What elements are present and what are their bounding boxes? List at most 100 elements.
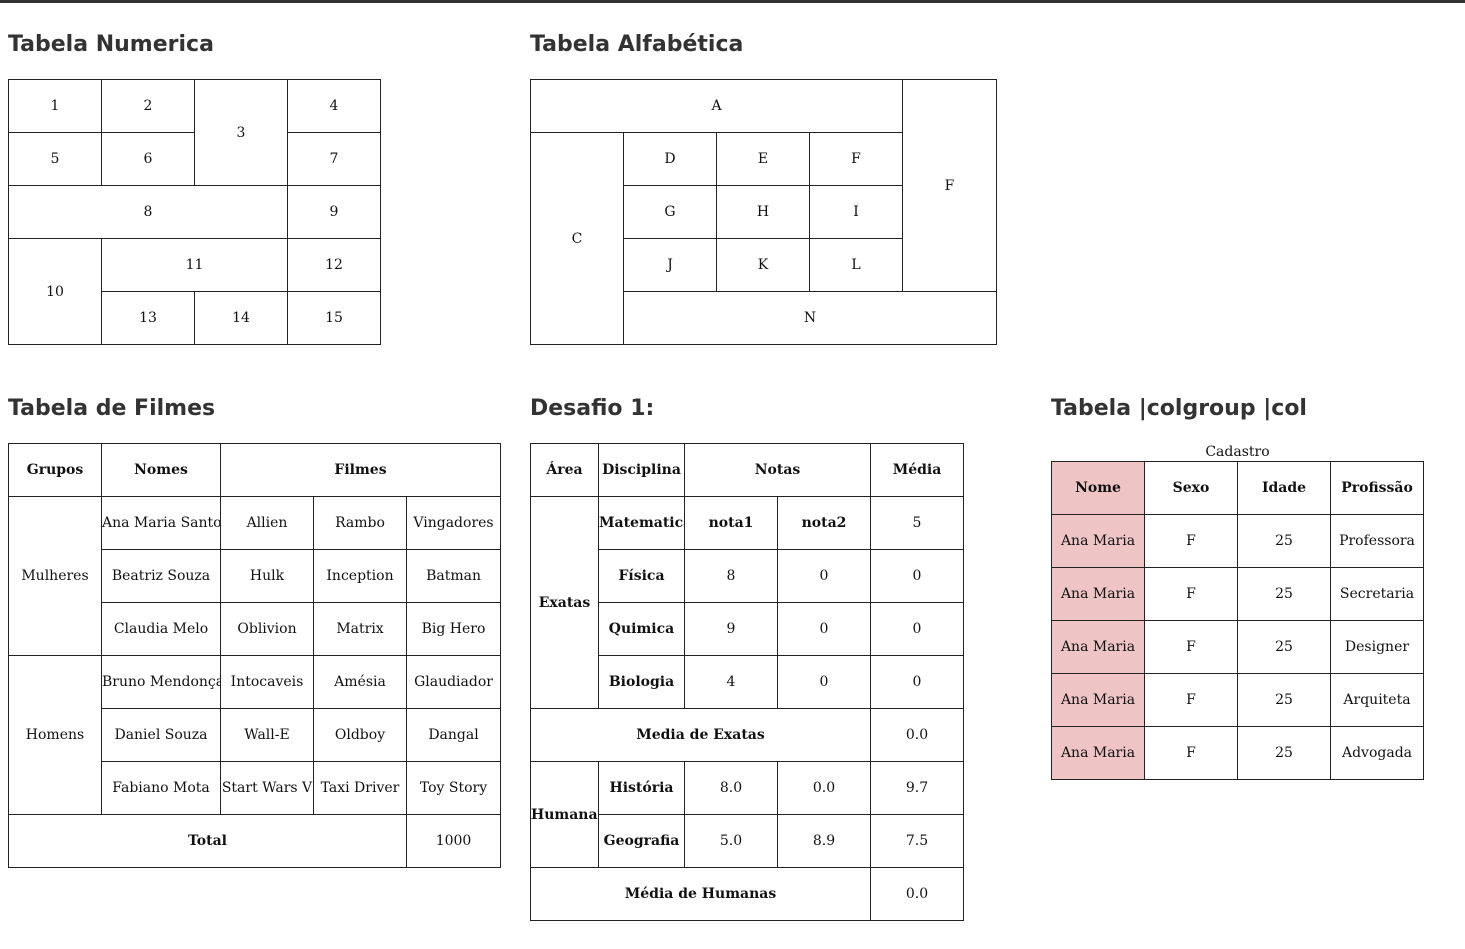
cell: 0	[777, 602, 871, 656]
cell: 13	[101, 291, 195, 345]
cell: L	[809, 238, 903, 292]
heading-tabela-alfabetica: Tabela Alfabética	[530, 32, 744, 57]
header-cell: Grupos	[8, 443, 102, 497]
cell: F	[809, 132, 903, 186]
cell: Rambo	[313, 496, 407, 550]
cell: E	[716, 132, 810, 186]
header-cell: Nome	[1051, 461, 1145, 515]
cell: Professora	[1330, 514, 1424, 568]
cell: 25	[1237, 673, 1331, 727]
header-cell: Filmes	[219, 443, 502, 497]
header-cell: Notas	[684, 443, 871, 497]
cell: 14	[194, 291, 288, 345]
cell: 1	[8, 79, 102, 133]
cell: G	[623, 185, 717, 239]
cell: Wall-E	[220, 708, 314, 762]
cell: Vingadores	[405, 496, 502, 550]
cell: Fabiano Mota	[101, 761, 221, 815]
cell: 4	[287, 79, 381, 133]
group-cell: Homens	[8, 655, 102, 815]
cell: Ana Maria	[1051, 620, 1145, 674]
media-humanas-value: 0.0	[870, 867, 964, 921]
total-value: 1000	[405, 814, 502, 868]
header-cell: Sexo	[1144, 461, 1238, 515]
cell: Ana Maria	[1051, 514, 1145, 568]
table-numerica: 1 2 3 4 5 6 7 8 9 10 11 12 13 14 15	[8, 79, 381, 345]
cell: 9	[684, 602, 778, 656]
cell: Ana Maria	[1051, 673, 1145, 727]
cell: F	[1144, 567, 1238, 621]
cell: 2	[101, 79, 195, 133]
heading-tabela-filmes: Tabela de Filmes	[8, 396, 216, 421]
cell: 25	[1237, 726, 1331, 780]
cell: 5.0	[684, 814, 778, 868]
cell: nota2	[777, 496, 871, 550]
total-label: Total	[8, 814, 407, 868]
cell: Oblivion	[220, 602, 314, 656]
discipline-cell: História	[598, 761, 685, 815]
cell: Arquiteta	[1330, 673, 1424, 727]
cell: Beatriz Souza	[101, 549, 221, 603]
cell: Hulk	[220, 549, 314, 603]
cell: Daniel Souza	[101, 708, 221, 762]
cell: Toy Story	[405, 761, 502, 815]
heading-tabela-numerica: Tabela Numerica	[8, 32, 214, 57]
discipline-cell: Física	[598, 549, 685, 603]
cell: I	[809, 185, 903, 239]
cell: Ana Maria	[1051, 567, 1145, 621]
table-caption: Cadastro	[1205, 444, 1270, 460]
cell: 10	[8, 238, 102, 345]
cell: Intocaveis	[220, 655, 314, 709]
table-cadastro: Cadastro Nome Sexo Idade Profissão Ana M…	[1051, 443, 1424, 780]
cell: 12	[287, 238, 381, 292]
cell: Glaudiador	[405, 655, 502, 709]
discipline-cell: Geografia	[598, 814, 685, 868]
discipline-cell: Matematica	[598, 496, 685, 550]
cell: 0	[870, 655, 964, 709]
cell: 8	[684, 549, 778, 603]
cell: Claudia Melo	[101, 602, 221, 656]
cell: 0	[870, 549, 964, 603]
header-cell: Profissão	[1330, 461, 1424, 515]
cell: 7	[287, 132, 381, 186]
cell: F	[902, 79, 997, 292]
header-cell: Nomes	[101, 443, 221, 497]
cell: 5	[870, 496, 964, 550]
cell: F	[1144, 620, 1238, 674]
table-desafio: Área Disciplina Notas Média Exatas Matem…	[530, 443, 964, 921]
table-filmes: Grupos Nomes Filmes Mulheres Ana Maria S…	[8, 443, 502, 868]
cell: K	[716, 238, 810, 292]
cell: Allien	[220, 496, 314, 550]
cell: 6	[101, 132, 195, 186]
cell: 25	[1237, 514, 1331, 568]
heading-desafio: Desafio 1:	[530, 396, 655, 421]
cell: 0	[777, 549, 871, 603]
cell: 7.5	[870, 814, 964, 868]
cell: Taxi Driver	[313, 761, 407, 815]
cell: Ana Maria	[1051, 726, 1145, 780]
header-cell: Disciplina	[598, 443, 685, 497]
cell: 25	[1237, 620, 1331, 674]
cell: Ana Maria Santos	[101, 496, 221, 550]
cell: Secretaria	[1330, 567, 1424, 621]
cell: 0	[870, 602, 964, 656]
cell: 15	[287, 291, 381, 345]
heading-tabela-colgroup: Tabela |colgroup |col	[1051, 396, 1307, 421]
header-cell: Idade	[1237, 461, 1331, 515]
top-border	[0, 0, 1465, 3]
cell: F	[1144, 514, 1238, 568]
cell: A	[530, 79, 903, 133]
cell: 11	[101, 238, 288, 292]
cell: Designer	[1330, 620, 1424, 674]
group-cell: Mulheres	[8, 496, 102, 656]
cell: C	[530, 132, 624, 345]
media-humanas-label: Média de Humanas	[530, 867, 871, 921]
header-cell: Área	[530, 443, 599, 497]
cell: 25	[1237, 567, 1331, 621]
area-cell: Exatas	[530, 496, 599, 709]
cell: 0	[777, 655, 871, 709]
cell: N	[623, 291, 997, 345]
cell: nota1	[684, 496, 778, 550]
cell: Batman	[405, 549, 502, 603]
cell: 9.7	[870, 761, 964, 815]
